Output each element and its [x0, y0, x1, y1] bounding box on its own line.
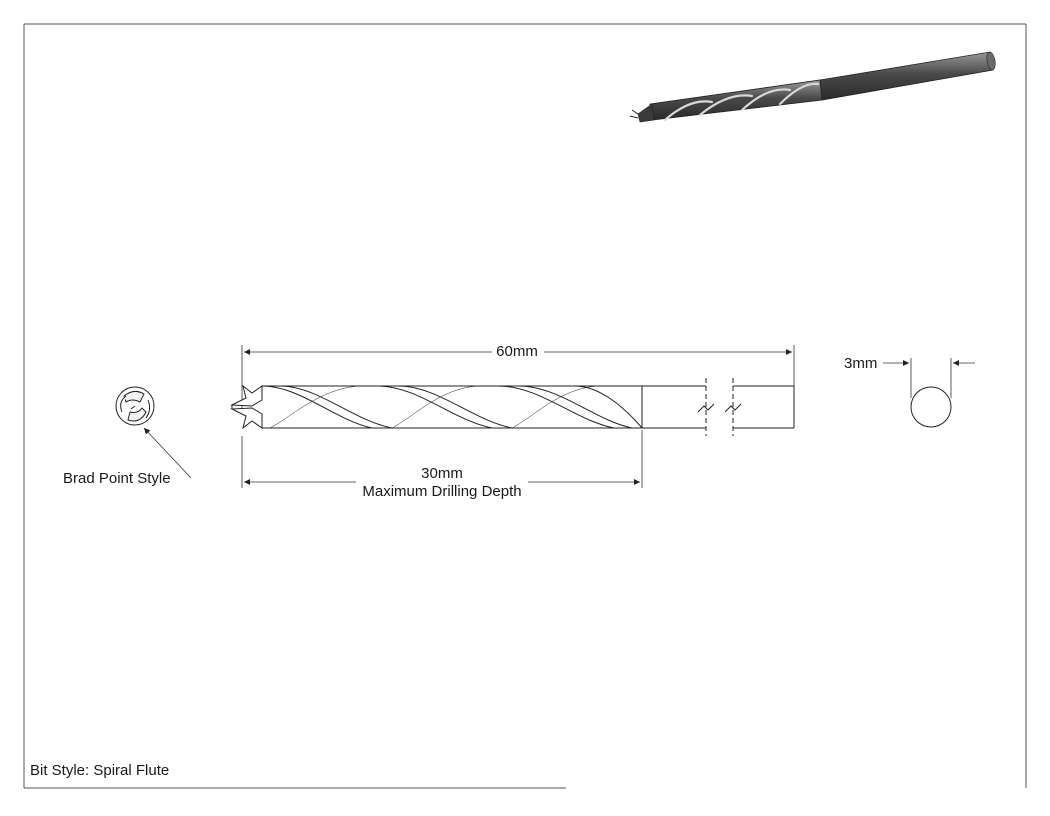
sheet-frame [23, 23, 1027, 789]
bit-style-note: Bit Style: Spiral Flute [30, 762, 170, 779]
dim-diameter [883, 358, 975, 398]
diameter-label: 3mm [844, 355, 878, 372]
overall-length-label: 60mm [496, 343, 538, 360]
side-view-bit [230, 378, 795, 436]
dim-drill-depth [241, 430, 643, 488]
dim-overall-length [241, 345, 795, 408]
tip-callout: Brad Point Style [63, 470, 171, 487]
drill-depth-caption: Maximum Drilling Depth [362, 483, 522, 500]
shank-end-view [910, 386, 952, 428]
isometric-bit-view [629, 51, 996, 123]
drill-depth-value: 30mm [421, 465, 463, 482]
tip-end-view [115, 386, 155, 426]
tip-leader [143, 427, 192, 479]
